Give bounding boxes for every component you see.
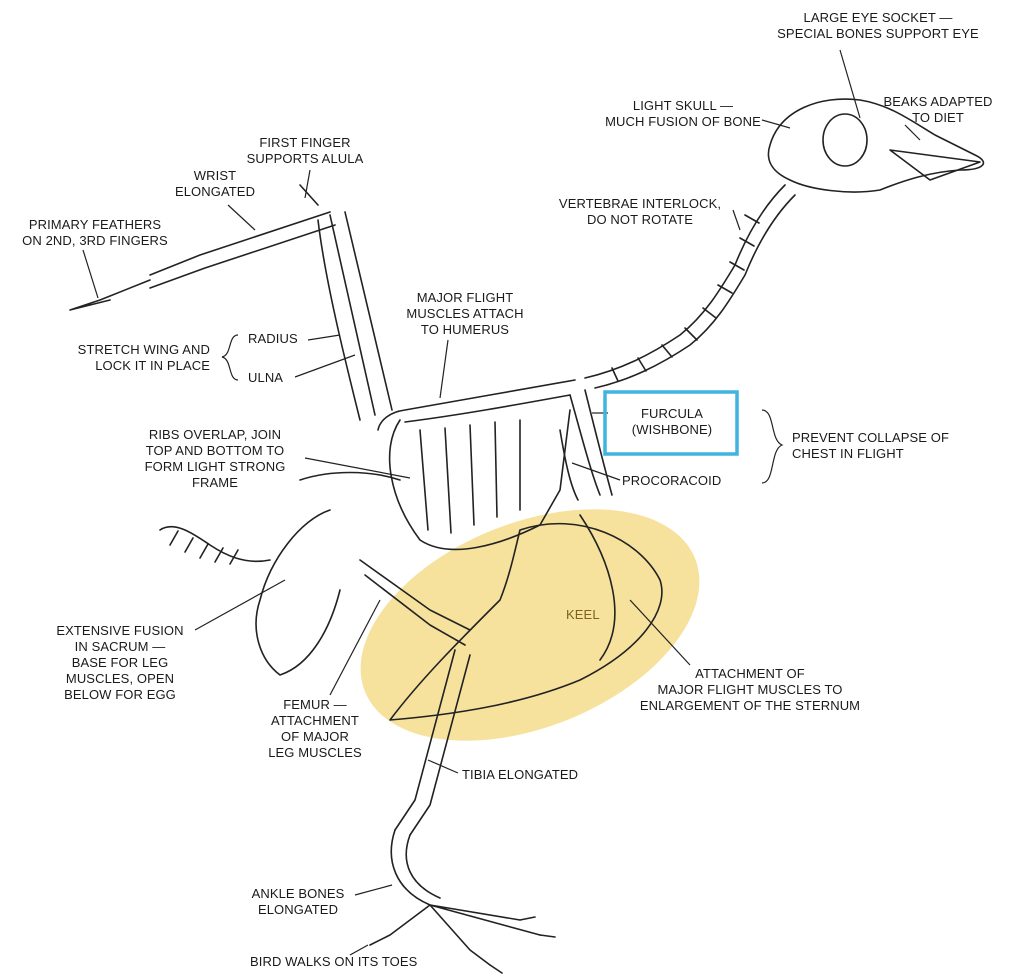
label-tibia: TIBIA ELONGATED (462, 767, 578, 783)
label-ankle: ANKLE BONES ELONGATED (238, 886, 358, 918)
leader-wrist (228, 205, 255, 230)
label-radius: RADIUS (248, 331, 298, 347)
label-ribs: RIBS OVERLAP, JOIN TOP AND BOTTOM TO FOR… (120, 427, 310, 491)
leader-ankle (355, 885, 392, 895)
leader-primary (83, 250, 98, 298)
brace-furcula-procoracoid (762, 410, 782, 483)
leader-humerus (440, 340, 448, 398)
leader-tibia (428, 760, 458, 773)
label-attachment-sternum: ATTACHMENT OF MAJOR FLIGHT MUSCLES TO EN… (620, 666, 880, 714)
brace-radius-ulna (222, 335, 238, 380)
label-skull: LIGHT SKULL — MUCH FUSION OF BONE (598, 98, 768, 130)
label-sacrum: EXTENSIVE FUSION IN SACRUM — BASE FOR LE… (30, 623, 210, 703)
sacrum (256, 510, 340, 675)
leader-beaks (905, 125, 920, 140)
leader-eye-socket (840, 50, 860, 118)
label-prevent-collapse: PREVENT COLLAPSE OF CHEST IN FLIGHT (792, 430, 949, 462)
beak (890, 150, 980, 180)
keel-highlight-ellipse (327, 464, 733, 787)
label-furcula: FURCULA (WISHBONE) (612, 406, 732, 438)
leader-radius (308, 335, 340, 340)
leader-procoracoid (572, 463, 620, 480)
furcula (570, 395, 600, 495)
label-procoracoid: PROCORACOID (622, 473, 721, 489)
label-ulna: ULNA (248, 370, 283, 386)
label-primary-feathers: PRIMARY FEATHERS ON 2ND, 3RD FINGERS (5, 217, 185, 249)
label-toes: BIRD WALKS ON ITS TOES (250, 954, 417, 970)
label-eye-socket: LARGE EYE SOCKET — SPECIAL BONES SUPPORT… (758, 10, 998, 42)
label-femur: FEMUR — ATTACHMENT OF MAJOR LEG MUSCLES (250, 697, 380, 761)
finger-alula (300, 185, 318, 205)
label-flight-muscles-humerus: MAJOR FLIGHT MUSCLES ATTACH TO HUMERUS (395, 290, 535, 338)
humerus (378, 380, 575, 430)
ankle-bones (391, 830, 430, 905)
label-stretch-wing: STRETCH WING AND LOCK IT IN PLACE (30, 342, 210, 374)
tail-vertebrae (160, 527, 270, 562)
label-first-finger: FIRST FINGER SUPPORTS ALULA (235, 135, 375, 167)
primary-finger (70, 280, 150, 310)
label-wrist: WRIST ELONGATED (160, 168, 270, 200)
eye-socket (823, 114, 867, 166)
label-beaks: BEAKS ADAPTED TO DIET (873, 94, 1003, 126)
label-keel: KEEL (566, 607, 600, 623)
label-vertebrae: VERTEBRAE INTERLOCK, DO NOT ROTATE (535, 196, 745, 228)
